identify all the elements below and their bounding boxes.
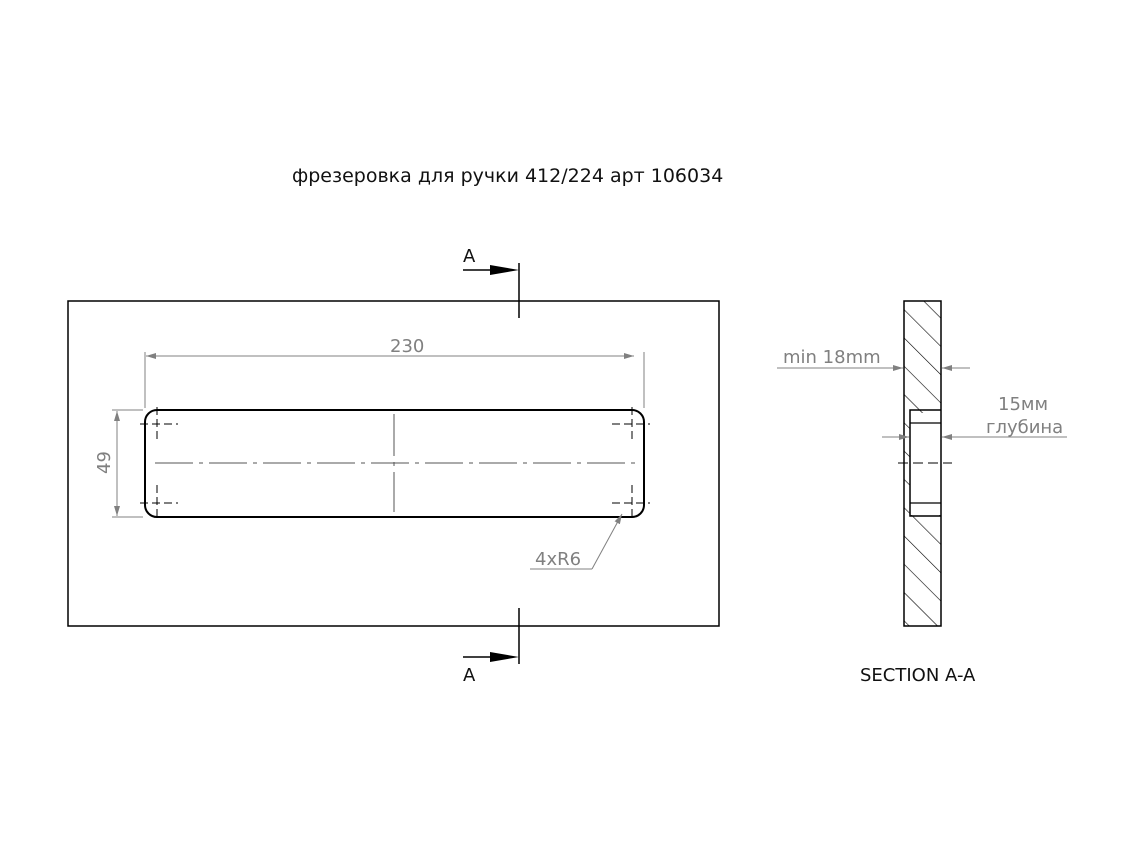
section-marker-top: A [463,246,520,318]
pocket-outline [909,409,941,517]
dim-height-label: 49 [94,451,115,474]
dim-depth-line2: глубина [986,417,1063,438]
section-outline [903,300,942,627]
dim-radius-label: 4xR6 [535,549,581,570]
dim-depth-line1: 15мм [998,394,1048,415]
dimension-radius: 4xR6 [530,513,623,570]
dimension-length: 230 [144,336,645,408]
section-marker-bottom: A [463,608,520,686]
dimension-thickness: min 18mm [777,347,970,371]
corner-center-marks [140,407,650,521]
dimension-height: 49 [94,409,143,518]
drawing-title: фрезеровка для ручки 412/224 арт 106034 [292,165,723,187]
dim-length-label: 230 [390,336,424,357]
dimension-depth: 15мм глубина [882,394,1067,440]
panel-outline [67,300,720,627]
front-view: 230 49 4xR6 A A [67,246,720,686]
section-view: min 18mm 15мм глубина SECTION A-A [777,300,1067,686]
milling-slot [144,409,645,518]
section-letter-top: A [463,246,476,267]
section-caption: SECTION A-A [860,665,976,686]
dim-thickness-label: min 18mm [783,347,881,368]
section-letter-bottom: A [463,665,476,686]
